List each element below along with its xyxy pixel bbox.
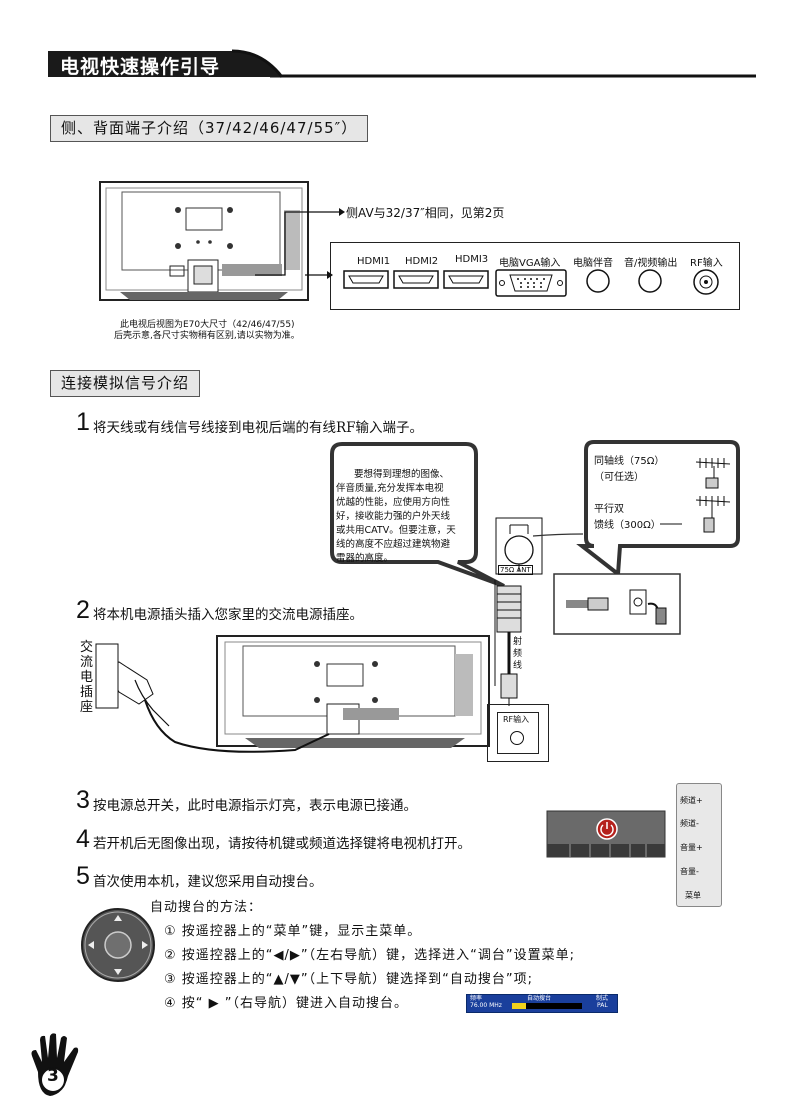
pc-audio-jack-icon — [586, 269, 610, 293]
osd-freq-header: 频率 — [470, 995, 483, 1002]
osd-system-value: PAL — [597, 1002, 608, 1009]
outlet-label-char: 电 — [80, 670, 94, 685]
step-5-text: 首次使用本机，建议您采用自动搜台。 — [93, 874, 323, 890]
power-button-icon — [596, 818, 618, 840]
port-connectors — [343, 269, 719, 297]
advice-line: 优越的性能，应使用方向性 — [336, 497, 451, 508]
vga-label: 电脑VGA输入 — [499, 258, 561, 269]
advice-line: 好，接收能力强的户外天线 — [336, 511, 451, 522]
outlet-label-char: 座 — [80, 700, 94, 715]
side-button-strip — [676, 783, 722, 907]
hdmi2-label: HDMI2 — [405, 256, 439, 267]
rf-input-box-label: RF输入 — [503, 715, 530, 724]
pc-audio-label: 电脑伴音 — [573, 258, 613, 269]
step-4-number: 4 — [76, 825, 90, 853]
rf-input-jack-icon — [510, 731, 524, 745]
outlet-label-char: 交 — [80, 640, 94, 655]
step-4-text: 若开机后无图像出现，请按待机键或频道选择键将电视机打开。 — [93, 836, 471, 852]
step-1-number: 1 — [76, 408, 90, 436]
section-title-analog: 连接模拟信号介绍 — [50, 370, 201, 397]
vga-port-icon — [495, 269, 567, 297]
section-title-ports: 侧、背面端子介绍（37/42/46/47/55″） — [50, 115, 369, 142]
rf-cable-char: 射 — [513, 637, 523, 647]
page-number: 3 — [47, 1066, 59, 1086]
osd-title: 自动搜台 — [527, 995, 552, 1002]
outlet-label-char: 插 — [80, 685, 94, 700]
connector-detail-box — [553, 573, 681, 635]
osd-freq-value: 76.00 MHz — [470, 1002, 502, 1009]
av-out-label: 音/视频输出 — [624, 258, 678, 269]
advice-line: 或共用CATV。但要注意，天 — [336, 525, 456, 536]
hdmi3-label: HDMI3 — [455, 254, 489, 265]
channel-up-button[interactable]: 频道+ — [680, 796, 703, 805]
power-connection-diagram — [95, 580, 522, 753]
page-title: 电视快速操作引导 — [60, 56, 221, 78]
rf-jack-icon — [693, 269, 719, 295]
menu-button[interactable]: 菜单 — [685, 891, 701, 900]
av-out-jack-icon — [638, 269, 662, 293]
antenna-diagram — [330, 440, 740, 588]
rf-cable-label: 射 频 线 — [513, 636, 522, 672]
hdmi2-port-icon — [393, 270, 439, 289]
tv-back-diagram — [99, 181, 309, 301]
port-panel-arrow — [305, 271, 333, 279]
coax-label: 同轴线（75Ω） — [594, 456, 665, 467]
step-1-text: 将天线或有线信号线接到电视后端的有线RF输入端子。 — [93, 420, 424, 436]
hdmi1-port-icon — [343, 270, 389, 289]
rf-cable-char: 频 — [513, 649, 523, 659]
auto-search-title: 自动搜台的方法： — [150, 900, 263, 915]
step-2-text: 将本机电源插头插入您家里的交流电源插座。 — [93, 607, 363, 623]
step-3-number: 3 — [76, 786, 90, 814]
osd-progress-fill — [512, 1003, 526, 1009]
rf-input-box — [487, 704, 549, 762]
header-banner — [48, 49, 756, 78]
outlet-label-char: 流 — [80, 655, 94, 670]
twin-lead-label-2: 馈线（300Ω） — [594, 520, 661, 531]
hdmi1-label: HDMI1 — [357, 256, 391, 267]
rf-input-inner — [497, 712, 539, 754]
advice-line: 要想得到理想的图像、 — [354, 469, 450, 480]
auto-search-step-2: ② 按遥控器上的“◀/▶”（左右导航）键，选择进入“调台”设置菜单; — [164, 948, 575, 963]
advice-line: 伴音质量,充分发挥本电视 — [336, 483, 444, 494]
twin-lead-label-1: 平行双 — [594, 504, 624, 515]
step-5-number: 5 — [76, 862, 90, 890]
auto-search-step-3: ③ 按遥控器上的“▲/▼”（上下导航）键选择到“自动搜台”项; — [164, 972, 533, 987]
step-3-text: 按电源总开关，此时电源指示灯亮，表示电源已接通。 — [93, 798, 417, 814]
side-av-arrow — [255, 208, 345, 276]
auto-search-step-4: ④ 按“ ▶ ”（右导航）键进入自动搜台。 — [164, 996, 409, 1011]
hdmi3-port-icon — [443, 270, 489, 289]
osd-progress-track — [512, 1003, 582, 1009]
hand-page-icon — [31, 1033, 79, 1096]
outlet-label: 交 流 电 插 座 — [80, 640, 94, 715]
auto-search-step-1: ① 按遥控器上的“菜单”键，显示主菜单。 — [164, 924, 422, 939]
ant-port-label: 75Ω ANT — [498, 565, 533, 575]
side-av-note: 侧AV与32/37″相同，见第2页 — [346, 206, 505, 220]
coax-optional-label: （可任选） — [594, 472, 644, 483]
antenna-advice-bubble: 要想得到理想的图像、 伴音质量,充分发挥本电视 优越的性能，应使用方向性 好，接… — [336, 468, 472, 566]
rf-cable-char: 线 — [513, 661, 523, 671]
channel-down-button[interactable]: 频道- — [680, 819, 699, 828]
osd-system-header: 制式 — [596, 995, 609, 1002]
tv-control-panel — [546, 810, 666, 858]
volume-down-button[interactable]: 音量- — [680, 867, 699, 876]
rf-label: RF输入 — [690, 258, 723, 269]
volume-up-button[interactable]: 音量+ — [680, 843, 703, 852]
remote-dpad-icon — [81, 908, 155, 982]
advice-line: 线的高度不应超过建筑物避 — [336, 539, 451, 550]
advice-line: 雷器的高度。 — [336, 553, 394, 564]
diagram-caption-1: 此电视后视图为E70大尺寸（42/46/47/55) — [120, 320, 295, 330]
diagram-caption-2: 后壳示意,各尺寸实物稍有区别,请以实物为准。 — [114, 331, 300, 341]
step-2-number: 2 — [76, 596, 90, 624]
